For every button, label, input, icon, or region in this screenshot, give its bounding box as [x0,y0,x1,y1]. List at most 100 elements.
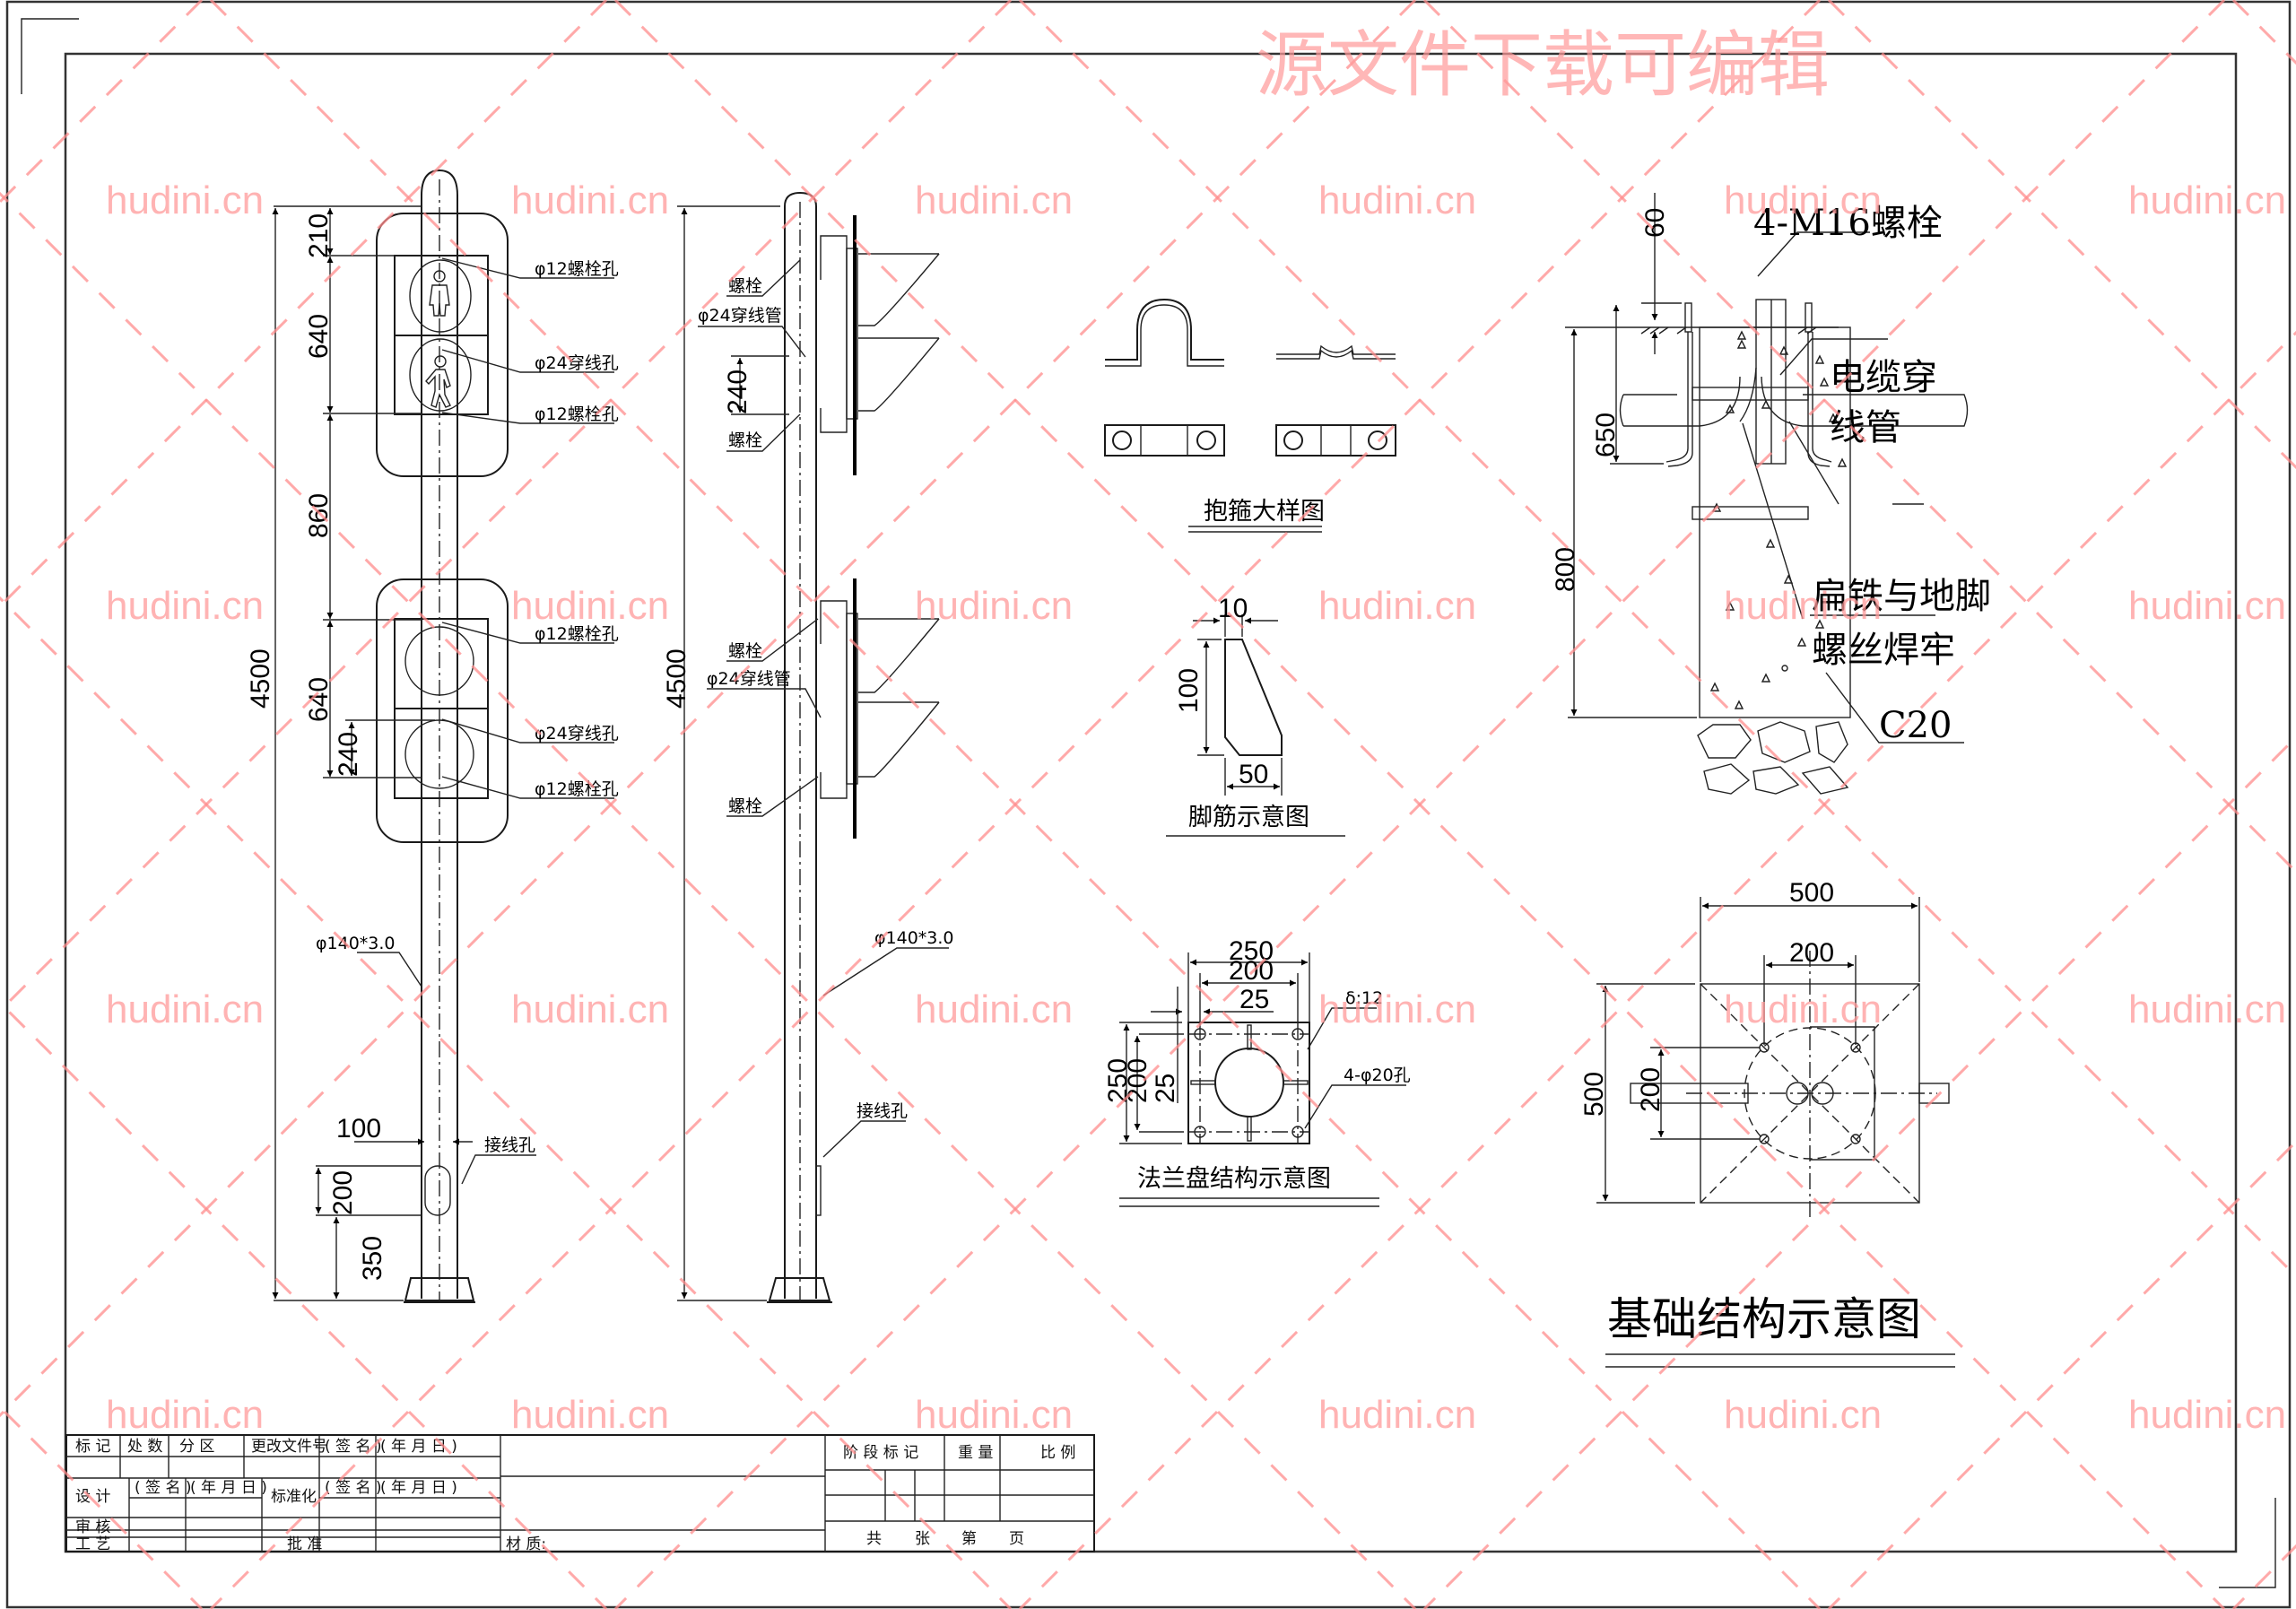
label-weld-line1: 扁铁与地脚 [1812,576,1991,617]
tb-sign-3: ( 签 名 ) [325,1479,381,1497]
label-wire-pipe-side-2: φ24穿线管 [707,669,791,689]
title-block: 标 记 处 数 分 区 更改文件号 ( 签 名 ) ( 年 月 日 ) 设 计 … [65,1434,1095,1553]
tb-no: 第 [961,1530,977,1548]
watermark-text: hudini.cn [511,987,669,1031]
dim-gap-860: 860 [304,493,334,538]
watermark-text: hudini.cn [1724,1393,1882,1437]
tb-mark: 标 记 [75,1438,110,1456]
dim-depth-800: 800 [1551,547,1580,592]
label-wire-hole-1: φ24穿线孔 [535,353,619,373]
watermark-text: hudini.cn [2128,987,2286,1031]
label-wire-hole-2: φ24穿线孔 [535,724,619,744]
label-flange-holes: 4-φ20孔 [1344,1065,1411,1085]
foundation-section: 60 650 800 4-M16螺栓 电缆穿 线管 扁铁与地脚 螺丝焊牢 C20 [1551,193,1991,795]
label-bolt-side-3: 螺栓 [728,641,762,661]
dim-handhole-100: 100 [336,1114,381,1144]
tb-sheets: 张 [915,1530,930,1548]
tb-page: 页 [1009,1530,1024,1548]
watermark-text: hudini.cn [915,987,1073,1031]
watermark-dash-line [0,0,1013,1013]
watermark-text: hudini.cn [1724,987,1882,1031]
tb-change-doc: 更改文件号 [251,1438,327,1456]
dim-plan-200-v: 200 [1636,1067,1665,1112]
dim-plan-200-h: 200 [1789,938,1834,968]
watermark-dash-line [613,0,2226,1609]
watermark-dash-line [1827,0,2296,470]
foundation-plan-title: 基础结构示意图 [1607,1293,1921,1345]
watermark-dash-line [0,596,1013,1609]
tb-zone: 分 区 [179,1438,214,1456]
tb-stage: 阶 段 标 记 [843,1444,918,1462]
watermark-text: hudini.cn [2128,584,2286,628]
watermark-dash-line [1422,735,2296,1609]
watermark-texts: hudini.cn hudini.cn hudini.cn hudini.cn … [106,23,2286,1437]
watermark-dash-line [0,1000,608,1609]
tb-review: 审 核 [75,1518,110,1536]
label-weld-line2: 螺丝焊牢 [1812,630,1955,671]
watermark-text: hudini.cn [511,1393,669,1437]
watermark-text: hudini.cn [915,584,1073,628]
watermark-text: hudini.cn [106,584,264,628]
watermark-banner: 源文件下载可编辑 [1256,23,1830,107]
clamp-detail-title: 抱箍大样图 [1204,498,1325,526]
rib-detail: 10 100 50 脚筋示意图 [1166,594,1345,837]
watermark-dash-line [2231,0,2296,65]
watermark-dash-line [2231,1544,2296,1609]
dim-side-total: 4500 [662,648,691,709]
watermark-dash-line [1827,1139,2296,1609]
label-bolt-side-4: 螺栓 [728,796,762,816]
side-view: 4500 240 螺栓 φ24穿线管 螺栓 螺栓 φ24穿线管 螺栓 φ140*… [662,191,954,1303]
label-bolt-hole-1: φ12螺栓孔 [535,259,619,279]
watermark-text: hudini.cn [106,1393,264,1437]
label-bolt-hole-4: φ12螺栓孔 [535,779,619,799]
concrete-hatch [1709,330,1848,709]
sheet-frame [5,0,2292,1609]
dim-top-210: 210 [304,213,334,258]
tb-standard: 标准化 [271,1488,317,1506]
walking-man-icon [425,355,451,408]
tb-date-3: ( 年 月 日 ) [380,1479,457,1497]
label-wire-pipe-side-1: φ24穿线管 [698,306,782,326]
dim-flange-200-h: 200 [1229,956,1274,986]
dim-handhole-200: 200 [328,1170,358,1215]
rib-detail-title: 脚筋示意图 [1188,804,1309,831]
tb-approve: 批 准 [287,1535,322,1553]
dim-bolt-60: 60 [1640,208,1670,238]
label-bolt-side-1: 螺栓 [728,276,762,296]
label-flange-thickness: δ:12 [1345,988,1383,1008]
watermark-dash-line [209,0,1822,1609]
watermark-dash-line [0,0,204,204]
dim-head2-640: 640 [304,677,334,722]
watermark-text: hudini.cn [106,178,264,222]
clamp-detail: 抱箍大样图 [1104,298,1396,533]
label-pipe-front: φ140*3.0 [316,934,396,953]
label-pipe-side: φ140*3.0 [874,928,954,948]
watermark-text: hudini.cn [1318,1393,1476,1437]
tb-process: 工 艺 [75,1535,110,1553]
label-bolt-side-2: 螺栓 [728,431,762,450]
tb-total: 共 [866,1530,882,1548]
watermark-text: hudini.cn [915,178,1073,222]
watermark-text: hudini.cn [2128,1393,2286,1437]
watermark-dash-line [0,0,1417,1418]
foundation-plan: 500 200 500 200 基础结构示意图 [1579,878,1955,1368]
tb-material: 材 质: [506,1535,546,1553]
dim-handhole-350: 350 [358,1236,387,1281]
dim-plan-500-v: 500 [1579,1072,1609,1117]
watermark-text: hudini.cn [1318,584,1476,628]
label-access-hole-front: 接线孔 [484,1135,535,1155]
watermark-text: hudini.cn [915,1393,1073,1437]
watermark-dash-line [1018,330,2296,1609]
dim-flange-25-v: 25 [1151,1074,1180,1103]
dim-bolt-650: 650 [1591,413,1621,457]
watermark-text: hudini.cn [106,987,264,1031]
watermark-text: hudini.cn [1318,178,1476,222]
label-bolt-hole-3: φ12螺栓孔 [535,624,619,644]
standing-man-icon [429,270,450,317]
watermark-dash-line [0,0,608,609]
dim-total-height: 4500 [246,648,275,709]
dim-flange-250-h: 250 [1229,936,1274,966]
tb-scale: 比 例 [1040,1444,1075,1462]
dim-side-240: 240 [723,370,752,414]
